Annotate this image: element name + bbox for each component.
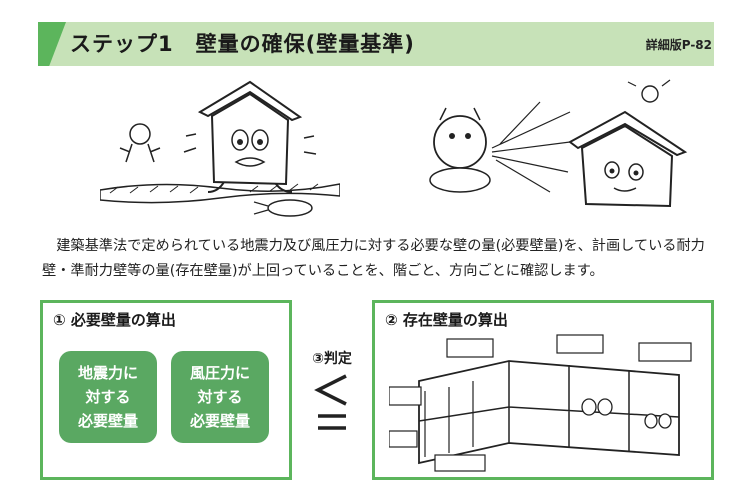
pill-line: 地震力に <box>77 364 138 382</box>
wind-required-pill: 風圧力に 対する 必要壁量 <box>171 351 269 443</box>
pill-line: 対する <box>85 388 131 406</box>
pill-line: 必要壁量 <box>189 412 250 430</box>
required-wall-box: ① 必要壁量の算出 地震力に 対する 必要壁量 風圧力に 対する 必要壁量 <box>40 300 292 480</box>
header-band <box>38 22 714 66</box>
page-reference: 詳細版P-82 <box>645 38 712 52</box>
page-title: ステップ1 壁量の確保(壁量基準) <box>70 32 415 56</box>
judgement-label: ③判定 <box>312 351 352 367</box>
pill-line: 風圧力に <box>189 364 250 382</box>
required-wall-title: ① 必要壁量の算出 <box>53 311 176 329</box>
existing-wall-title: ② 存在壁量の算出 <box>385 311 508 329</box>
seismic-required-pill: 地震力に 対する 必要壁量 <box>59 351 157 443</box>
intro-text: 建築基準法で定められている地震力及び風圧力に対する必要な壁の量(必要壁量)を、計… <box>42 234 722 284</box>
wind-house-illustration <box>429 79 688 208</box>
intro-paragraph: 建築基準法で定められている地震力及び風圧力に対する必要な壁の量(必要壁量)を、計… <box>42 238 705 279</box>
pill-line: 対する <box>197 388 243 406</box>
earthquake-house-illustration <box>100 80 340 217</box>
building-frame-illustration <box>389 334 692 472</box>
existing-wall-box: ② 存在壁量の算出 <box>372 300 714 480</box>
less-equal-icon <box>314 374 347 430</box>
pill-line: 必要壁量 <box>77 412 138 430</box>
